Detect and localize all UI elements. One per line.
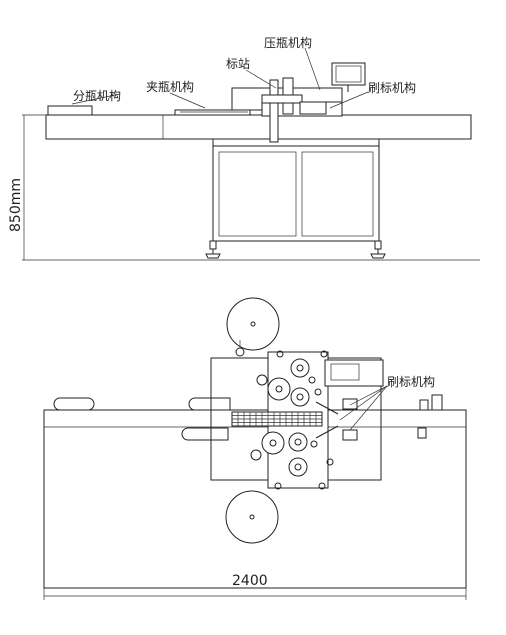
label-label-brushing-top: 刷标机构 (387, 374, 435, 389)
label-bottle-pressing: 压瓶机构 (264, 35, 312, 50)
front-label-column (269, 79, 279, 143)
front-holding-belt (174, 109, 251, 116)
front-view: 分瓶机构 夹瓶机构 标站 压瓶机构 刷标机构 850mm (8, 35, 480, 261)
label-label-brushing-front: 刷标机构 (368, 80, 416, 95)
width-dimension-text: 2400 (232, 573, 268, 589)
top-view: 刷标机构 2400 (43, 297, 467, 600)
label-labeling-station: 标站 (226, 57, 250, 71)
top-label-reel-lower (225, 490, 279, 544)
label-bottle-separation: 分瓶机构 (73, 88, 121, 103)
label-bottle-holding: 夹瓶机构 (146, 79, 194, 94)
front-frame (212, 145, 380, 242)
front-separation-unit (47, 105, 93, 116)
top-label-reel-upper (226, 297, 280, 351)
height-dimension-text: 850mm (8, 178, 24, 232)
front-conveyor-table (45, 114, 472, 140)
